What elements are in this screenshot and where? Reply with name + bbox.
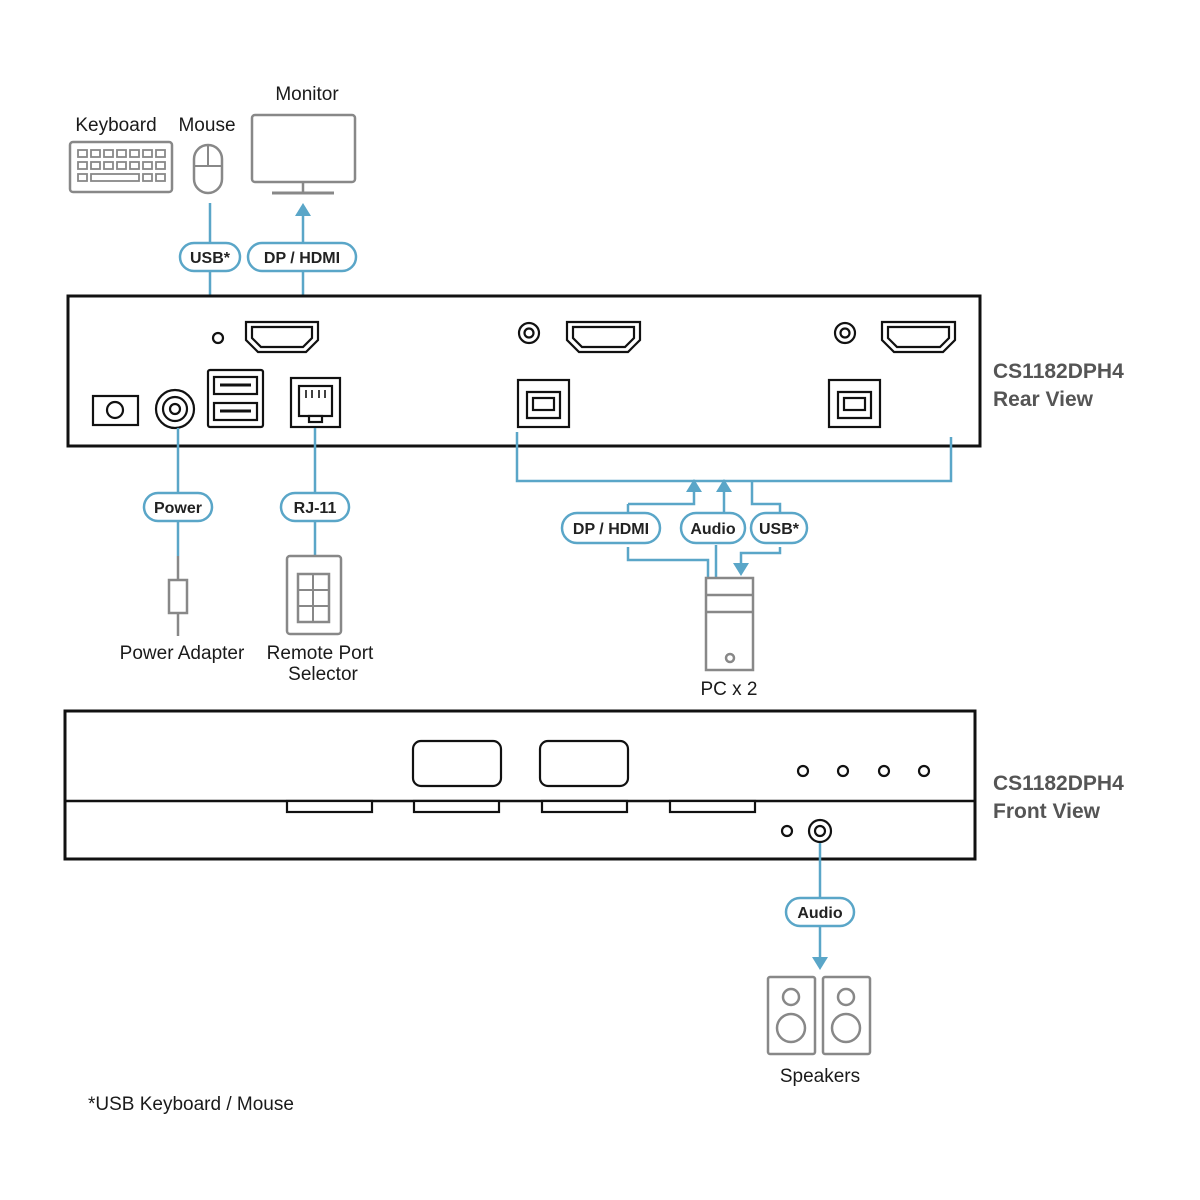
svg-text:USB*: USB* bbox=[759, 521, 800, 538]
power-adapter-label: Power Adapter bbox=[120, 643, 245, 664]
usb-a-ports bbox=[206, 368, 265, 429]
dp-hdmi-pill: DP / HDMI bbox=[246, 241, 358, 273]
keyboard-icon bbox=[68, 140, 174, 194]
remote-power-connector bbox=[154, 388, 196, 430]
power-adapter-icon bbox=[167, 578, 189, 636]
console-indicator bbox=[211, 331, 225, 345]
front-buttons bbox=[285, 799, 757, 814]
svg-text:Audio: Audio bbox=[690, 521, 736, 538]
speakers-icon bbox=[766, 975, 872, 1056]
front-view-label: Front View bbox=[993, 800, 1101, 823]
pc2-hdmi-port bbox=[880, 320, 957, 354]
remote-port-selector-icon bbox=[285, 554, 343, 636]
pc-usb-pill: USB* bbox=[749, 511, 809, 545]
monitor-icon bbox=[250, 113, 357, 195]
front-leds bbox=[780, 764, 931, 838]
pc-dp-hdmi-pill: DP / HDMI bbox=[560, 511, 662, 545]
power-pill: Power bbox=[142, 491, 214, 523]
front-audio-wire bbox=[812, 843, 828, 970]
front-audio-jack bbox=[807, 818, 833, 844]
console-hdmi-port bbox=[244, 320, 320, 354]
front-panel bbox=[63, 709, 977, 861]
pc2-usb-b-port bbox=[827, 378, 882, 429]
mouse-label: Mouse bbox=[178, 115, 235, 136]
rj11-port bbox=[289, 376, 342, 429]
svg-text:USB*: USB* bbox=[190, 250, 231, 267]
pc-audio-pill: Audio bbox=[679, 511, 747, 545]
svg-text:DP / HDMI: DP / HDMI bbox=[573, 521, 649, 538]
speakers-label: Speakers bbox=[780, 1066, 860, 1087]
pc1-usb-b-port bbox=[516, 378, 571, 429]
front-audio-pill: Audio bbox=[784, 896, 856, 928]
front-displays bbox=[411, 739, 630, 788]
pc2-audio-jack bbox=[833, 321, 857, 345]
power-jack bbox=[91, 394, 140, 427]
footnote: *USB Keyboard / Mouse bbox=[88, 1094, 294, 1115]
keyboard-label: Keyboard bbox=[75, 115, 156, 136]
mouse-icon bbox=[192, 143, 224, 195]
pc1-hdmi-port bbox=[565, 320, 642, 354]
svg-text:RJ-11: RJ-11 bbox=[294, 500, 337, 517]
rear-model-name: CS1182DPH4 bbox=[993, 360, 1124, 383]
svg-text:DP / HDMI: DP / HDMI bbox=[264, 250, 340, 267]
remote-port-label-line1: Remote Port bbox=[267, 643, 374, 664]
svg-text:Audio: Audio bbox=[797, 905, 843, 922]
rj11-pill: RJ-11 bbox=[279, 491, 351, 523]
svg-text:Power: Power bbox=[154, 500, 202, 517]
front-model-name: CS1182DPH4 bbox=[993, 772, 1124, 795]
rear-view-label: Rear View bbox=[993, 388, 1094, 411]
pc-tower-icon bbox=[704, 576, 755, 672]
pc-label: PC x 2 bbox=[700, 679, 757, 700]
pc1-audio-jack bbox=[517, 321, 541, 345]
remote-port-label-line2: Selector bbox=[288, 664, 358, 685]
pc-bus-wire bbox=[515, 432, 953, 578]
monitor-label: Monitor bbox=[275, 84, 339, 105]
usb-pill: USB* bbox=[178, 241, 242, 273]
